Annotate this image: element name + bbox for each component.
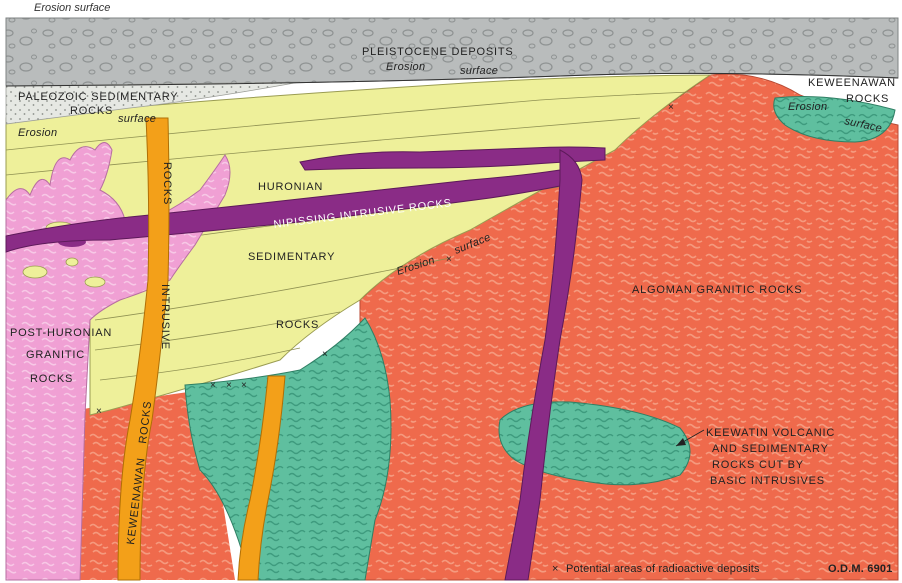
label-post-huronian-2: GRANITIC <box>26 349 85 361</box>
label-keweenawan-rocks-2: ROCKS <box>846 93 889 105</box>
marker-x: × <box>210 380 216 391</box>
marker-x: × <box>668 102 674 113</box>
label-erosion-kew: Erosion <box>788 101 827 113</box>
label-keewatin-3: ROCKS CUT BY <box>712 459 804 471</box>
marker-x: × <box>226 380 232 391</box>
label-erosion-top: Erosion <box>386 61 425 73</box>
marker-x: × <box>241 380 247 391</box>
legend-text: Potential areas of radioactive deposits <box>566 563 760 575</box>
label-huronian: HURONIAN <box>258 181 323 193</box>
label-dike-intrusive: INTRUSIVE <box>159 284 171 350</box>
label-algoman: ALGOMAN GRANITIC ROCKS <box>632 284 802 296</box>
marker-x: × <box>96 406 102 417</box>
label-keewatin-2: AND SEDIMENTARY <box>712 443 829 455</box>
label-rocks-huronian: ROCKS <box>276 319 319 331</box>
label-post-huronian-3: ROCKS <box>30 373 73 385</box>
label-surface-paleo: surface <box>118 113 156 125</box>
label-erosion-paleo: Erosion <box>18 127 57 139</box>
label-keewatin-4: BASIC INTRUSIVES <box>710 475 825 487</box>
label-dike-rocks: ROCKS <box>161 162 173 205</box>
marker-x: × <box>322 349 328 360</box>
marker-x: × <box>446 254 452 265</box>
label-pleistocene: PLEISTOCENE DEPOSITS <box>362 46 514 58</box>
legend-marker: × <box>552 563 559 575</box>
label-surface-top: surface <box>460 65 498 77</box>
label-paleozoic-1: PALEOZOIC SEDIMENTARY <box>18 91 178 103</box>
label-sedimentary: SEDIMENTARY <box>248 251 335 263</box>
label-post-huronian-1: POST-HURONIAN <box>10 327 112 339</box>
label-keewatin-1: KEEWATIN VOLCANIC <box>706 427 835 439</box>
figure-code: O.D.M. 6901 <box>828 563 893 575</box>
label-paleozoic-2: ROCKS <box>70 105 113 117</box>
label-keweenawan-rocks-1: KEWEENAWAN <box>808 77 896 89</box>
